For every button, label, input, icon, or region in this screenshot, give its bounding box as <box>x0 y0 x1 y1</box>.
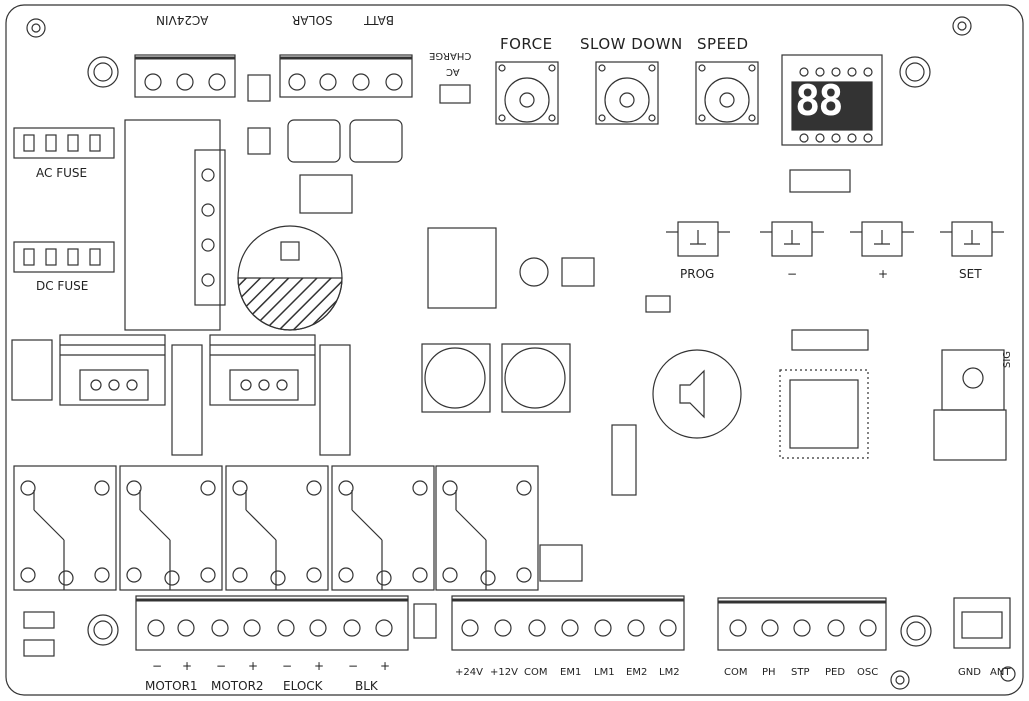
label-prog-button: PROG <box>680 267 715 281</box>
terminal-solar-batt <box>279 54 413 98</box>
label-speed: SPEED <box>697 35 749 53</box>
label-sig: SIG <box>1002 350 1013 368</box>
large-capacitor <box>237 225 343 331</box>
terminal-antenna <box>953 597 1011 649</box>
display-digits: 88 <box>795 76 844 125</box>
relay-k5 <box>435 465 539 591</box>
label-minus-button: − <box>787 267 798 281</box>
relay-k1 <box>13 465 117 591</box>
label-motor1: MOTOR1 <box>145 679 198 693</box>
button-prog-shape <box>666 221 730 257</box>
polarity-minus: − <box>216 659 227 673</box>
relay-k4 <box>331 465 435 591</box>
label-stp: STP <box>791 667 810 678</box>
label-24v: +24V <box>455 667 483 678</box>
polarity-plus: + <box>314 659 325 673</box>
label-lm2: LM2 <box>659 667 680 678</box>
terminal-motor <box>135 595 409 651</box>
transformer-outline <box>124 119 221 331</box>
label-ac-fuse: AC FUSE <box>36 166 88 180</box>
dc-fuse-holder <box>13 241 115 273</box>
label-gnd: GND <box>958 667 981 678</box>
relay-k3 <box>225 465 329 591</box>
label-plus-button: + <box>878 267 889 281</box>
label-ped: PED <box>825 667 846 678</box>
label-12v: +12V <box>490 667 518 678</box>
heatsink-left <box>59 334 166 406</box>
polarity-plus: + <box>182 659 193 673</box>
ac-fuse-holder <box>13 127 115 159</box>
standoff <box>899 56 931 88</box>
label-em1: EM1 <box>560 667 582 678</box>
standoff <box>900 615 932 647</box>
potentiometer-slow-down <box>595 61 659 125</box>
label-input-com: COM <box>724 667 748 678</box>
polarity-minus: − <box>152 659 163 673</box>
standoff <box>87 614 119 646</box>
button-minus-shape <box>760 221 824 257</box>
label-solar: SOLAR <box>292 13 333 27</box>
button-plus-shape <box>850 221 914 257</box>
label-osc: OSC <box>857 667 879 678</box>
label-elock: ELOCK <box>283 679 323 693</box>
label-em2: EM2 <box>626 667 648 678</box>
microcontroller <box>789 379 859 449</box>
polarity-minus: − <box>348 659 359 673</box>
heatsink-right <box>209 334 316 406</box>
mounting-hole <box>26 18 46 38</box>
mounting-hole <box>1000 666 1016 682</box>
label-batt: BATT <box>364 13 394 27</box>
board-outline <box>5 4 1024 696</box>
button-set-shape <box>940 221 1004 257</box>
label-dc-fuse: DC FUSE <box>36 279 89 293</box>
label-com: COM <box>524 667 548 678</box>
label-ant: ANT <box>990 667 1011 678</box>
standoff <box>87 56 119 88</box>
mounting-hole <box>890 670 910 690</box>
mounting-hole <box>952 16 972 36</box>
terminal-inputs <box>717 597 887 651</box>
polarity-plus: + <box>380 659 391 673</box>
buzzer <box>652 349 742 439</box>
potentiometer-force <box>495 61 559 125</box>
label-blk: BLK <box>355 679 378 693</box>
label-charge: CHARGE <box>429 50 472 61</box>
potentiometer-speed <box>695 61 759 125</box>
label-ac24vin: AC24VIN <box>156 13 209 27</box>
label-lm1: LM1 <box>594 667 615 678</box>
label-ac-charge: AC <box>446 66 460 77</box>
label-set-button: SET <box>959 267 982 281</box>
terminal-ac24vin <box>134 54 236 98</box>
label-slow-down: SLOW DOWN <box>580 35 683 53</box>
seven-segment-display <box>781 54 883 146</box>
label-ph: PH <box>762 667 776 678</box>
relay-k2 <box>119 465 223 591</box>
label-motor2: MOTOR2 <box>211 679 264 693</box>
polarity-plus: + <box>248 659 259 673</box>
terminal-power <box>451 595 685 651</box>
label-force: FORCE <box>500 35 553 53</box>
polarity-minus: − <box>282 659 293 673</box>
